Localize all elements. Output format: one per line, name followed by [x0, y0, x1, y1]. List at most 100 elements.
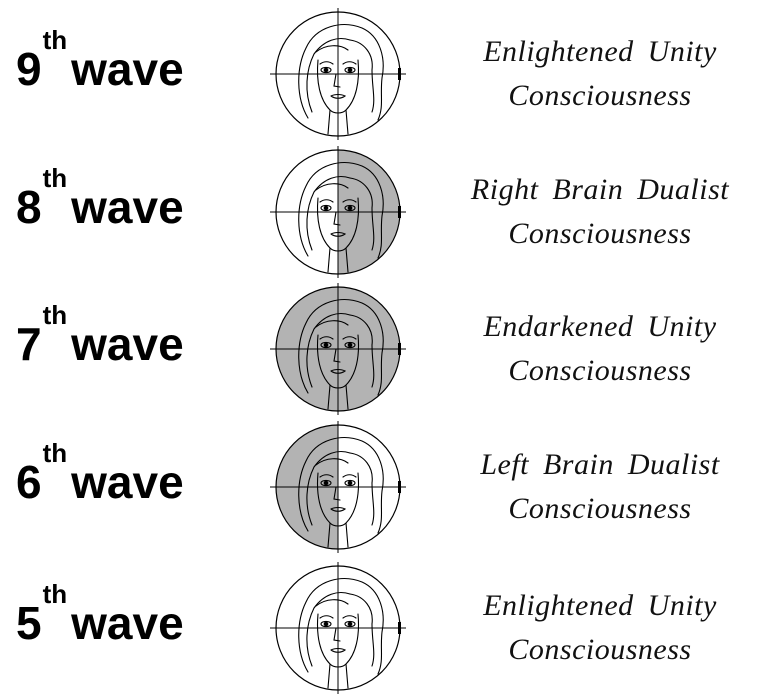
right-eyebrow: [342, 615, 357, 619]
mouth: [330, 506, 347, 512]
hair-inner-left: [306, 175, 351, 251]
hair-outline: [298, 24, 384, 121]
wave-word: wave: [71, 597, 184, 649]
hair-inner-left: [306, 450, 351, 526]
consciousness-description: Enlightened Unity Consciousness: [440, 584, 760, 672]
face-circle-outline: [275, 565, 401, 691]
mouth: [330, 647, 347, 653]
ordinal-suffix: th: [42, 437, 68, 468]
neck: [327, 109, 349, 135]
right-eyebrow: [342, 336, 357, 340]
face-drawing: [298, 24, 384, 135]
face-drawing: [298, 162, 384, 273]
left-eye: [320, 620, 332, 628]
neck: [327, 384, 349, 410]
description-line-1: Right Brain Dualist: [470, 173, 730, 206]
hair-inner-right: [349, 593, 375, 667]
wave-label: 9thwave: [16, 27, 184, 95]
wave-row-5: 5thwave Enlightened Unity Consciousness: [0, 562, 762, 694]
wave-word: wave: [71, 456, 184, 508]
ordinal-suffix: th: [42, 299, 68, 330]
right-eyebrow: [342, 474, 357, 478]
wave-row-8: 8thwave Right Brain Dualist Consciousnes…: [0, 146, 762, 278]
face-circle-outline: [275, 286, 401, 412]
face-circle-outline: [275, 424, 401, 550]
face-diagram: [270, 283, 406, 415]
hair-outline: [298, 437, 384, 534]
wave-number: 5: [16, 597, 42, 649]
neck: [327, 522, 349, 548]
face-diagram: [270, 8, 406, 140]
face-circle-outline: [275, 11, 401, 137]
right-eye: [344, 341, 356, 349]
hair-inner-left: [306, 312, 351, 388]
hair-outline: [298, 162, 384, 259]
neck: [327, 247, 349, 273]
wave-label: 8thwave: [16, 165, 184, 233]
crosshair: [270, 8, 406, 140]
right-pupil: [347, 342, 353, 348]
hair-inner-right: [349, 452, 375, 526]
ordinal-suffix: th: [42, 162, 68, 193]
description-line-2: Consciousness: [508, 79, 692, 112]
left-pupil: [323, 205, 329, 211]
left-eyebrow: [319, 199, 334, 203]
left-eye: [320, 66, 332, 74]
right-eyebrow: [342, 61, 357, 65]
left-eyebrow: [319, 615, 334, 619]
hair-inner-left: [306, 37, 351, 113]
ordinal-suffix: th: [42, 24, 68, 55]
crosshair: [270, 562, 406, 694]
description-line-2: Consciousness: [508, 354, 692, 387]
left-eyebrow: [319, 474, 334, 478]
right-pupil: [347, 621, 353, 627]
face-diagram: [270, 562, 406, 694]
hair-fringe: [315, 599, 349, 607]
hair-inner-right: [349, 39, 375, 113]
consciousness-description: Right Brain Dualist Consciousness: [440, 168, 760, 256]
hair-inner-left: [306, 591, 351, 667]
face-drawing: [298, 578, 384, 689]
hair-inner-right: [349, 177, 375, 251]
consciousness-description: Endarkened Unity Consciousness: [440, 305, 760, 393]
left-eye: [320, 341, 332, 349]
right-eye: [344, 479, 356, 487]
face-diagram: [270, 421, 406, 553]
wave-number: 9: [16, 43, 42, 95]
hair-fringe: [315, 45, 349, 53]
left-pupil: [323, 67, 329, 73]
consciousness-description: Left Brain Dualist Consciousness: [440, 443, 760, 531]
face-circle-outline: [275, 149, 401, 275]
ordinal-suffix: th: [42, 578, 68, 609]
left-pupil: [323, 480, 329, 486]
wave-row-7: 7thwave Endarkened Unity Consciousness: [0, 283, 762, 415]
consciousness-description: Enlightened Unity Consciousness: [440, 30, 760, 118]
wave-word: wave: [71, 181, 184, 233]
description-line-2: Consciousness: [508, 633, 692, 666]
hair-inner-right: [349, 314, 375, 388]
right-eyebrow: [342, 199, 357, 203]
hair-outline: [298, 578, 384, 675]
right-eye: [344, 620, 356, 628]
left-eye: [320, 204, 332, 212]
wave-label: 5thwave: [16, 581, 184, 649]
description-line-1: Enlightened Unity: [483, 35, 717, 68]
right-pupil: [347, 480, 353, 486]
hair-outline: [298, 299, 384, 396]
wave-row-6: 6thwave Left Brain Dualist Consciousness: [0, 421, 762, 553]
mouth: [330, 93, 347, 99]
hair-fringe: [315, 183, 349, 191]
crosshair: [270, 283, 406, 415]
left-eyebrow: [319, 61, 334, 65]
left-pupil: [323, 342, 329, 348]
left-pupil: [323, 621, 329, 627]
description-line-1: Endarkened Unity: [483, 310, 717, 343]
hair-fringe: [315, 458, 349, 466]
description-line-1: Enlightened Unity: [483, 589, 717, 622]
right-pupil: [347, 67, 353, 73]
wave-label: 7thwave: [16, 302, 184, 367]
left-eye: [320, 479, 332, 487]
wave-word: wave: [71, 43, 184, 95]
description-line-1: Left Brain Dualist: [480, 448, 720, 481]
hair-fringe: [315, 320, 349, 328]
